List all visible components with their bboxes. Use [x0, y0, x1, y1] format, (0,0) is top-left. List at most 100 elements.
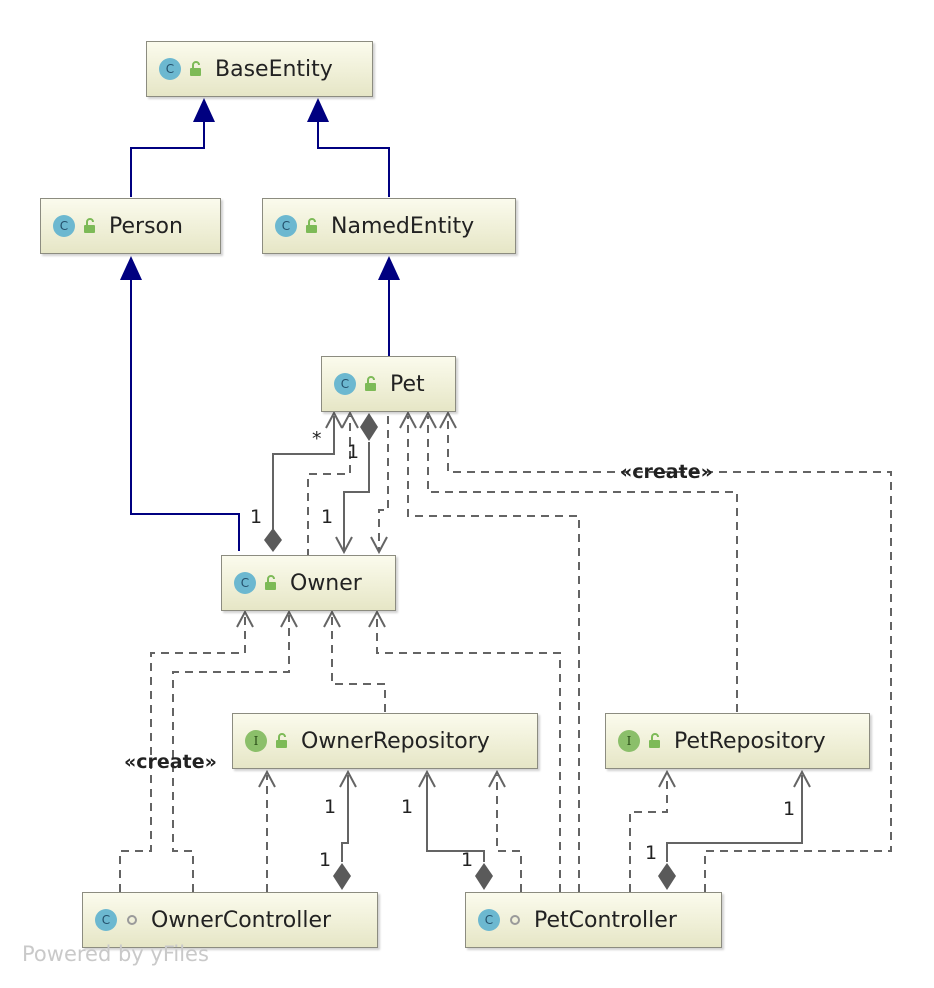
interface-icon: I	[245, 730, 267, 752]
multiplicity-ownercontroller: 1	[319, 849, 332, 871]
edge-petrepository-pet	[427, 416, 738, 712]
edge-pet-owner-dep	[378, 416, 389, 550]
edge-petcontroller-owner	[376, 615, 561, 892]
arrow-ownerrepo-2	[339, 769, 357, 788]
composition-diamonds	[264, 413, 676, 890]
arrow-pet-5	[439, 410, 457, 429]
diamond-petcontroller-2	[658, 863, 676, 890]
unlock-icon	[306, 218, 317, 233]
arrow-owner-down-1	[335, 536, 353, 555]
class-icon: C	[334, 373, 356, 395]
package-visibility-icon	[127, 915, 137, 925]
edge-pet-owner	[343, 442, 370, 550]
unlock-icon	[84, 218, 95, 233]
multiplicity-pet-owner: 1	[347, 441, 360, 463]
class-icon: C	[234, 572, 256, 594]
arrow-pet-3	[399, 410, 417, 429]
node-baseentity[interactable]: C BaseEntity	[146, 41, 373, 97]
class-icon: C	[95, 909, 117, 931]
arrow-pet-1	[325, 410, 343, 429]
inheritance-edges	[130, 112, 390, 551]
node-ownerrepository[interactable]: I OwnerRepository	[232, 713, 538, 769]
edge-ownercontroller-owner-create	[119, 615, 246, 892]
arrowhead-namedentity	[378, 256, 400, 280]
multiplicity-petcontroller-1: 1	[461, 849, 474, 871]
arrow-petrepo-2	[793, 769, 811, 788]
node-name: Owner	[290, 570, 362, 596]
arrowhead-baseentity-left	[193, 98, 215, 122]
edge-petcontroller-ownerrepository-dep	[496, 775, 522, 892]
dependency-edges	[119, 416, 892, 892]
diamond-owner	[264, 528, 282, 552]
arrow-owner-up-2	[280, 609, 298, 628]
diamond-ownercontroller	[333, 863, 351, 890]
arrow-ownerrepo-4	[488, 769, 506, 788]
edge-owner-pet-collection	[272, 416, 335, 529]
unlock-icon	[649, 733, 660, 748]
inheritance-arrowheads	[120, 98, 400, 280]
class-icon: C	[159, 58, 181, 80]
arrow-petrepo-1	[658, 769, 676, 788]
edge-owner-person	[130, 272, 240, 551]
multiplicity-petrepo: 1	[783, 798, 796, 820]
node-pet[interactable]: C Pet	[321, 356, 456, 412]
node-name: BaseEntity	[215, 56, 333, 82]
multiplicity-star: *	[312, 428, 322, 450]
package-visibility-icon	[510, 915, 520, 925]
node-petrepository[interactable]: I PetRepository	[605, 713, 870, 769]
unlock-icon	[265, 575, 276, 590]
edge-petcontroller-pet	[407, 416, 580, 892]
arrow-owner-up-4	[368, 609, 386, 628]
arrow-owner-up-1	[236, 609, 254, 628]
arrow-pet-2	[341, 410, 359, 429]
node-name: Person	[109, 213, 183, 239]
arrow-owner-down-2	[370, 536, 388, 555]
arrowhead-baseentity-right	[307, 98, 329, 122]
node-name: Pet	[390, 371, 425, 397]
edge-petcontroller-ownerrepository	[426, 775, 485, 862]
node-owner[interactable]: C Owner	[221, 555, 396, 611]
node-ownercontroller[interactable]: C OwnerController	[82, 892, 378, 948]
multiplicity-petcontroller-2: 1	[645, 842, 658, 864]
arrow-owner-up-3	[323, 609, 341, 628]
class-icon: C	[275, 215, 297, 237]
arrow-ownerrepo-1	[258, 769, 276, 788]
edge-ownercontroller-owner	[172, 615, 290, 892]
class-icon: C	[478, 909, 500, 931]
unlock-icon	[365, 376, 376, 391]
edge-ownerrepository-owner	[331, 615, 386, 712]
class-icon: C	[53, 215, 75, 237]
node-namedentity[interactable]: C NamedEntity	[262, 198, 516, 254]
open-arrowheads	[236, 410, 811, 788]
multiplicity-ownerrepo-2: 1	[401, 796, 414, 818]
unlock-icon	[276, 733, 287, 748]
edge-person-baseentity	[130, 112, 205, 197]
arrow-pet-4	[419, 410, 437, 429]
arrow-ownerrepo-3	[418, 769, 436, 788]
arrowhead-person	[120, 256, 142, 280]
node-petcontroller[interactable]: C PetController	[465, 892, 722, 948]
edge-petcontroller-petrepository	[666, 775, 803, 862]
multiplicity-owner-right: 1	[321, 506, 334, 528]
diamond-petcontroller-1	[475, 863, 493, 890]
node-person[interactable]: C Person	[40, 198, 221, 254]
edge-petcontroller-petrepository-dep	[629, 775, 668, 892]
unlock-icon	[190, 61, 201, 76]
watermark: Powered by yFiles	[22, 942, 209, 966]
node-name: PetRepository	[674, 728, 826, 754]
multiplicity-owner-left: 1	[250, 506, 263, 528]
create-stereotype-owner: «create»	[124, 751, 217, 773]
edge-ownercontroller-ownerrepository	[341, 775, 349, 862]
node-name: NamedEntity	[331, 213, 475, 239]
edge-namedentity-baseentity	[317, 112, 390, 197]
multiplicity-ownerrepo-1: 1	[324, 796, 337, 818]
edge-owner-pet-dep	[307, 416, 351, 557]
node-name: PetController	[534, 907, 677, 933]
interface-icon: I	[618, 730, 640, 752]
node-name: OwnerRepository	[301, 728, 490, 754]
create-stereotype-pet: «create»	[620, 461, 713, 483]
diamond-pet	[360, 413, 378, 441]
node-name: OwnerController	[151, 907, 332, 933]
association-edges	[272, 416, 803, 862]
